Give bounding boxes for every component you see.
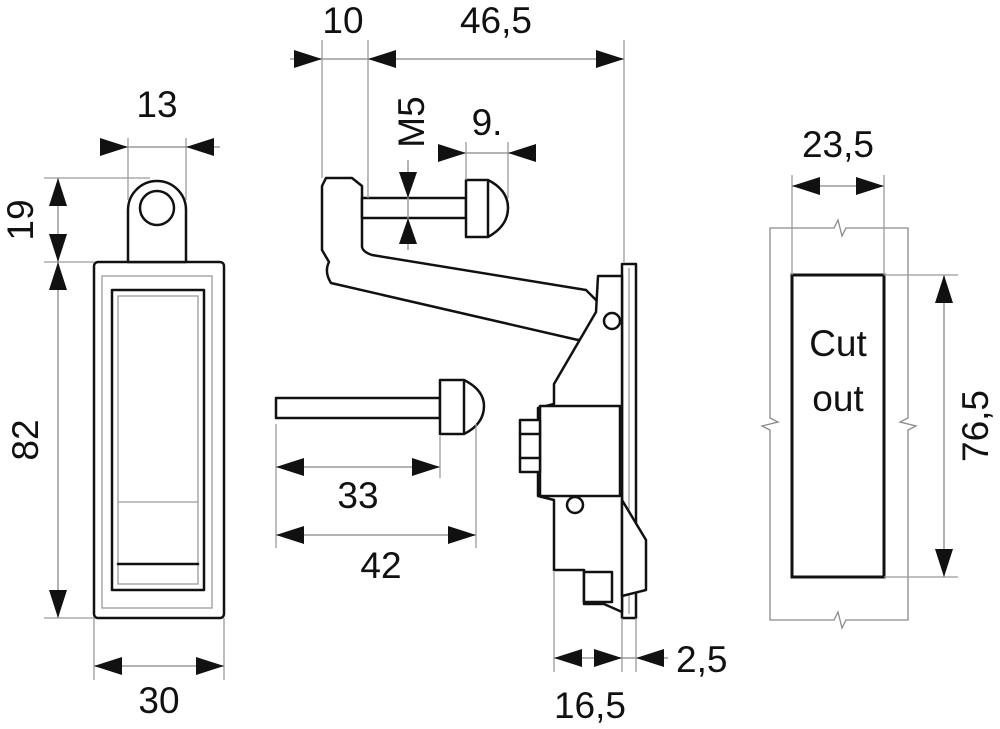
dim-label-m5: M5	[391, 96, 432, 147]
arrowhead	[100, 138, 128, 156]
dim-label-23-5: 23,5	[802, 124, 874, 165]
arrowhead	[49, 590, 67, 618]
front-bezel	[101, 275, 213, 609]
front-view: 13 19 82 30	[0, 84, 226, 721]
arrowhead	[399, 218, 417, 244]
side-latch	[582, 570, 614, 604]
front-handle-recess	[110, 288, 206, 592]
side-screw-shank	[360, 196, 468, 220]
dim-label-2-5: 2,5	[676, 639, 727, 680]
cutout-rect	[790, 273, 886, 579]
side-rivet-top	[602, 311, 622, 331]
side-rivet-bottom	[565, 495, 585, 515]
arrowhead	[412, 458, 440, 476]
side-spring-clip	[620, 498, 648, 598]
dim-label-13: 13	[136, 84, 177, 125]
arrowhead	[276, 526, 304, 544]
arrowhead	[448, 526, 476, 544]
cutout-label-line2: out	[812, 378, 864, 419]
dim-label-76-5: 76,5	[955, 390, 996, 462]
arrowhead	[856, 177, 884, 195]
arrowhead	[186, 138, 214, 156]
arrowhead	[276, 458, 304, 476]
arrowhead	[294, 50, 322, 68]
arrowhead	[49, 262, 67, 290]
rod-shank	[274, 396, 442, 420]
arrowhead	[935, 275, 953, 303]
arrowhead	[49, 234, 67, 262]
arrowhead	[935, 549, 953, 577]
dim-label-30: 30	[138, 680, 179, 721]
side-view: 10 46,5 M5 9. 33 42 2,5	[274, 0, 727, 726]
dim-label-33: 33	[337, 475, 378, 516]
dim-label-16-5: 16,5	[554, 685, 626, 726]
front-handle-inner	[117, 295, 199, 585]
arrowhead	[554, 649, 582, 667]
dim-label-9: 9.	[472, 102, 503, 143]
front-pivot-hole	[138, 189, 176, 227]
arrowhead	[368, 50, 396, 68]
dim-label-10: 10	[322, 0, 363, 41]
arrowhead	[399, 172, 417, 198]
dim-label-46-5: 46,5	[460, 0, 532, 41]
arrowhead	[596, 50, 624, 68]
arrowhead	[508, 144, 536, 162]
side-lock-body	[538, 404, 622, 498]
arrowhead	[594, 649, 622, 667]
dim-label-82: 82	[5, 419, 46, 460]
dim-label-19: 19	[0, 199, 41, 240]
dim-label-42: 42	[360, 545, 401, 586]
arrowhead	[196, 657, 224, 675]
arrowhead	[792, 177, 820, 195]
arrowhead	[438, 144, 466, 162]
rod-head	[438, 378, 486, 436]
cutout-label-line1: Cut	[809, 323, 867, 364]
side-lock-nut	[518, 418, 542, 474]
cutout-view: Cut out 23,5 76,5	[760, 124, 996, 630]
arrowhead	[636, 649, 664, 667]
arrowhead	[49, 178, 67, 206]
arrowhead	[94, 657, 122, 675]
side-handle-arm	[320, 176, 602, 342]
